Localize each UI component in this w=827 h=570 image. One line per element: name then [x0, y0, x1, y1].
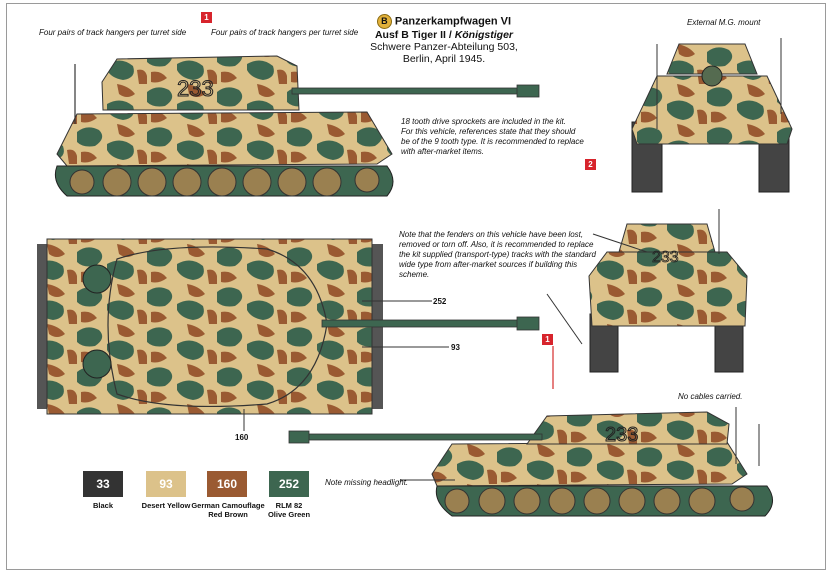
side-view-left: 233: [288, 346, 773, 517]
swatch-desert-yellow: 93: [146, 471, 186, 497]
marker-1-top: 1: [201, 12, 212, 23]
swatch-olive-green: 252: [269, 471, 309, 497]
callout-160: 160: [235, 433, 249, 442]
swatch-label-line: Black: [92, 501, 113, 510]
note-no-cables: No cables carried.: [678, 392, 743, 401]
note-fenders-line: scheme.: [399, 270, 430, 279]
note-sprockets-line: 18 tooth drive sprockets are included in…: [401, 117, 566, 126]
swatch-label-line: RLM 82: [275, 501, 303, 510]
rear-view: 233: [546, 209, 748, 373]
side-view-right: 233: [54, 55, 540, 197]
swatch-label-olive-green: RLM 82 Olive Green: [261, 501, 317, 519]
title-variant-italic: Königstiger: [454, 29, 514, 41]
turret-number-rear: 233: [652, 249, 679, 266]
swatch-label-line: German Camouflage: [191, 501, 265, 510]
note-hangers-left: Four pairs of track hangers per turret s…: [39, 28, 187, 37]
swatch-black: 33: [83, 471, 123, 497]
note-fenders-line: wide type from after-market sources if b…: [399, 260, 578, 269]
swatch-label-line: Red Brown: [208, 510, 248, 519]
note-sprockets: 18 tooth drive sprockets are included in…: [401, 117, 631, 157]
note-external-mg: External M.G. mount: [687, 18, 761, 27]
note-fenders: Note that the fenders on this vehicle ha…: [399, 230, 629, 280]
note-sprockets-line: For this vehicle, references state that …: [401, 127, 576, 136]
turret-number-top: 233: [177, 76, 214, 101]
title-location: Berlin, April 1945.: [402, 53, 486, 65]
note-fenders-line: Note that the fenders on this vehicle ha…: [399, 230, 584, 239]
title-unit: Schwere Panzer-Abteilung 503,: [370, 41, 518, 53]
note-fenders-line: removed or torn off. Also, it is recomme…: [399, 240, 594, 249]
note-sprockets-line: be of the 9 tooth type. It is recommende…: [401, 137, 584, 146]
swatch-label-black: Black: [73, 501, 133, 510]
instruction-sheet: 2 33: [6, 3, 826, 570]
swatch-label-line: Desert Yellow: [141, 501, 191, 510]
swatch-label-desert-yellow: Desert Yellow: [131, 501, 201, 510]
title-main: Panzerkampfwagen VI: [394, 15, 512, 28]
callout-93: 93: [451, 343, 460, 352]
title-variant: Ausf B Tiger II /: [374, 29, 455, 41]
note-hangers-right: Four pairs of track hangers per turret s…: [211, 28, 359, 37]
marker-1-mid: 1: [542, 334, 553, 345]
note-sprockets-line: with after-market items.: [401, 147, 484, 156]
note-fenders-line: the kit supplied (transport-type) tracks…: [399, 250, 596, 259]
swatch-label-red-brown: German Camouflage Red Brown: [191, 501, 265, 519]
turret-number-bottom: 233: [605, 424, 638, 446]
tank-illustrations: 2 33: [37, 38, 793, 517]
top-view: [37, 238, 540, 431]
callout-252: 252: [433, 297, 447, 306]
marker-2: 2: [585, 159, 596, 170]
title-line-2: Ausf B Tiger II / Königstiger: [369, 29, 519, 41]
swatch-red-brown: 160: [207, 471, 247, 497]
scheme-badge: B: [376, 14, 392, 29]
note-headlight: Note missing headlight.: [325, 478, 409, 487]
front-view-top: [631, 38, 793, 193]
swatch-label-line: Olive Green: [267, 510, 311, 519]
